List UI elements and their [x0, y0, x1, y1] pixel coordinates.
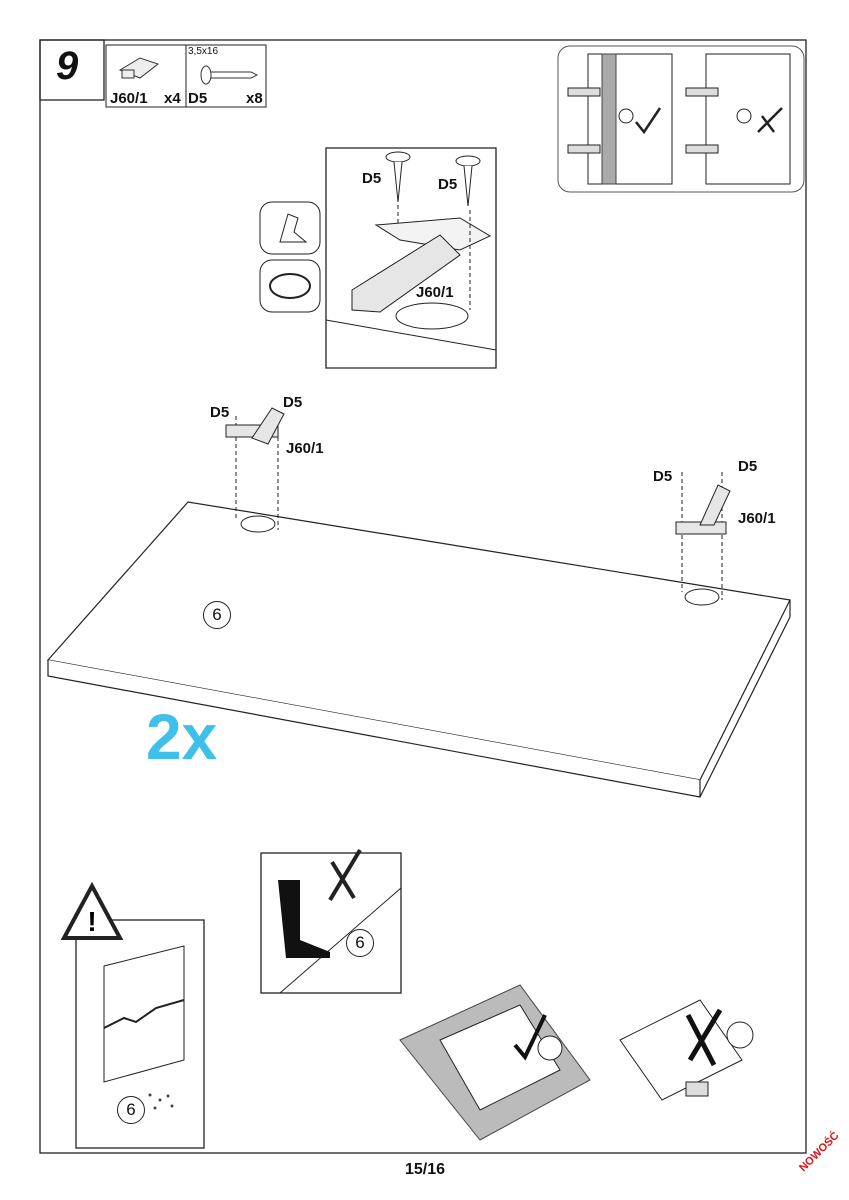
page-number: 15/16 [405, 1161, 446, 1178]
part-size-screw: 3,5x16 [188, 46, 219, 57]
part-qty-screw: x8 [246, 90, 263, 107]
hinge-label: J60/1 [738, 510, 776, 527]
detail-screw-label-right: D5 [438, 176, 458, 193]
part-code-screw: D5 [188, 90, 208, 107]
screw-label: D5 [283, 394, 303, 411]
boot-panel-number-badge: 6 [346, 929, 374, 957]
step-number: 9 [56, 44, 79, 88]
hinge-label: J60/1 [286, 440, 324, 457]
quantity-multiplier: 2x [146, 701, 218, 773]
part-code-hinge: J60/1 [110, 90, 148, 107]
screw-label: D5 [738, 458, 758, 475]
screw-label: D5 [210, 404, 230, 421]
detail-screw-label-left: D5 [362, 170, 382, 187]
glass-panel-number-badge: 6 [117, 1096, 145, 1124]
svg-text:!: ! [87, 906, 96, 937]
part-qty-hinge: x4 [164, 90, 181, 107]
detail-hinge-label: J60/1 [416, 284, 454, 301]
screw-label: D5 [653, 468, 673, 485]
panel-number-badge: 6 [203, 601, 231, 629]
